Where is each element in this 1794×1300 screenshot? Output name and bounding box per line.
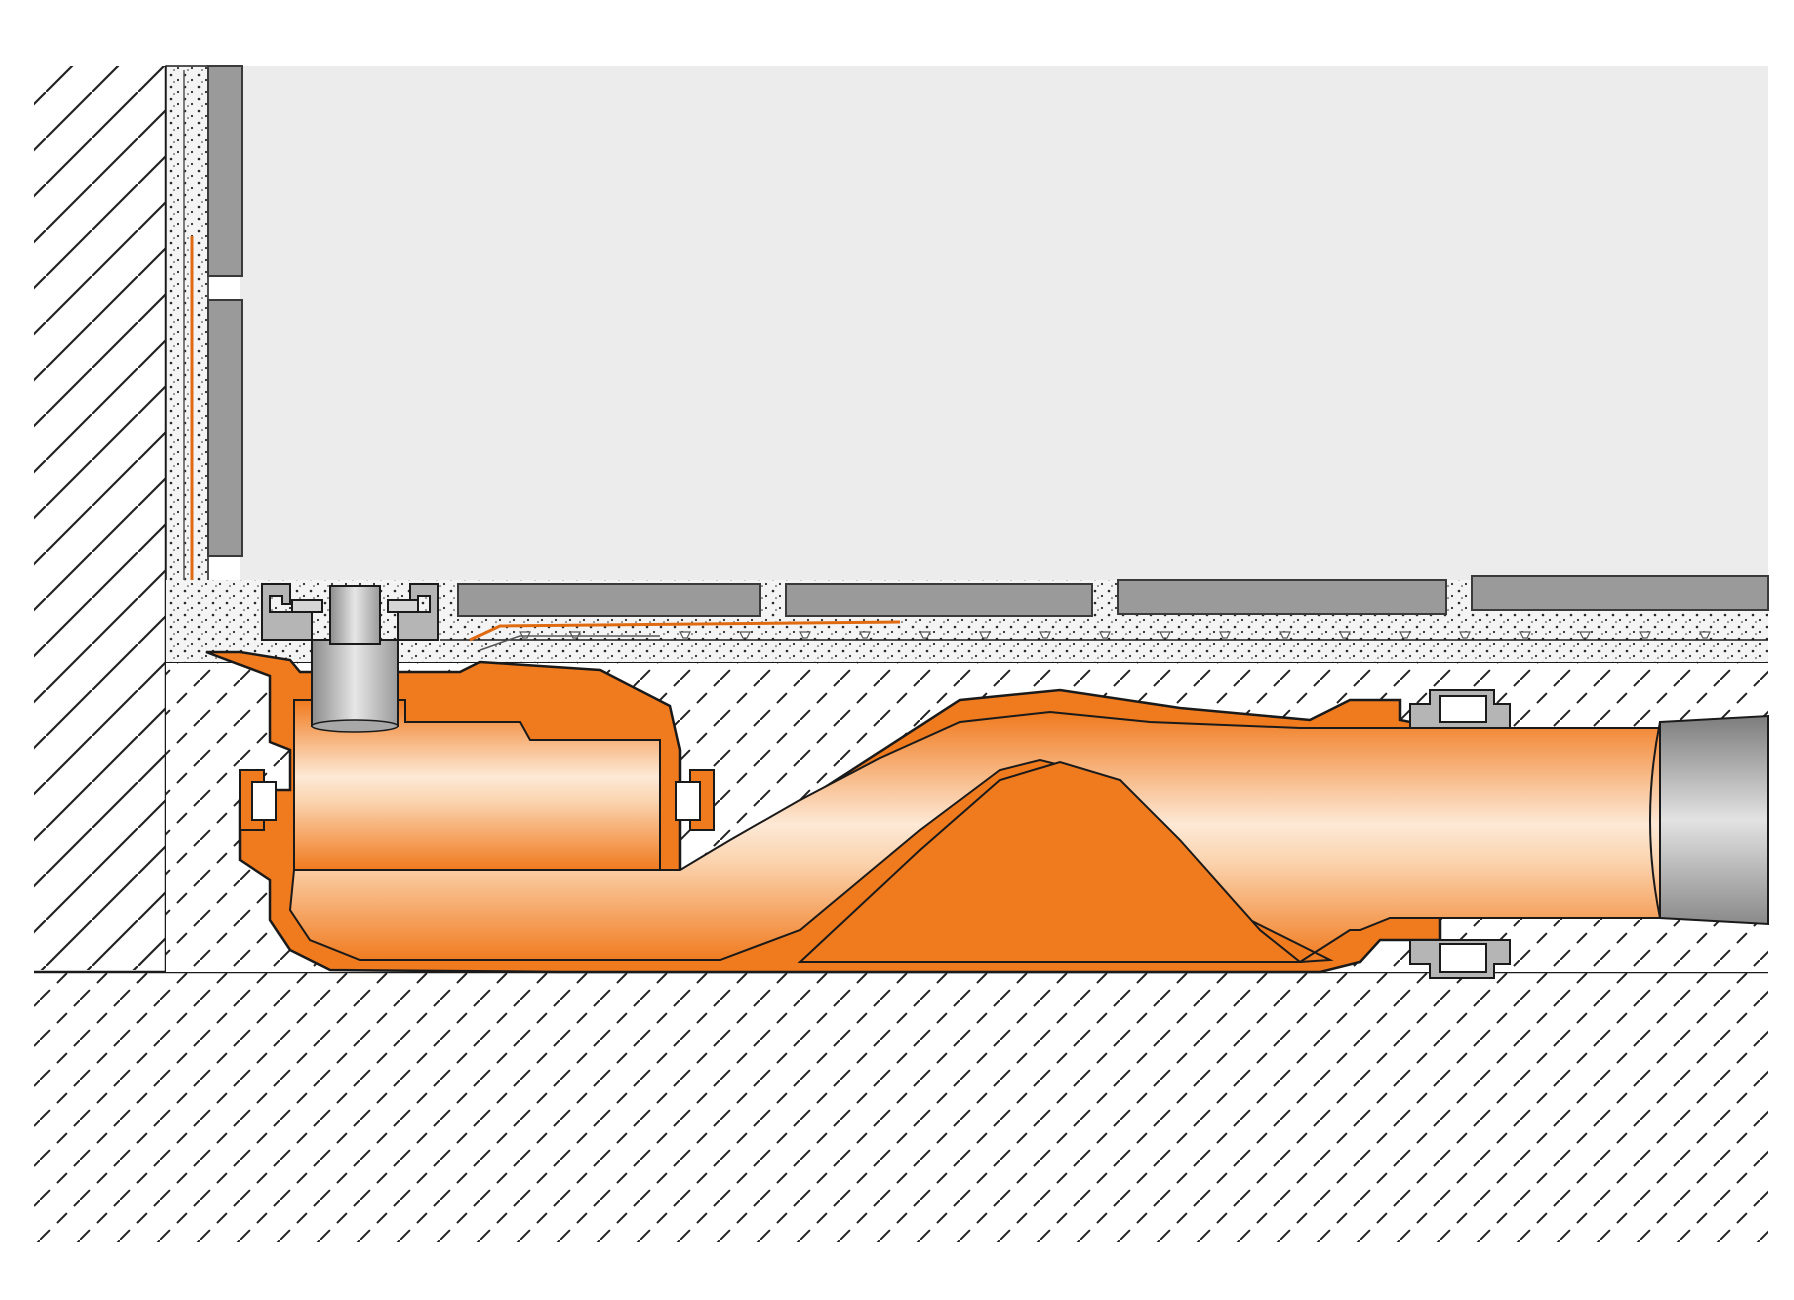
wall-tiles bbox=[207, 65, 243, 557]
drain-membrane-flange bbox=[469, 620, 901, 642]
floor-tile bbox=[1117, 579, 1447, 615]
drain-clamp-left bbox=[239, 769, 277, 831]
wall-tile bbox=[207, 299, 243, 557]
floor-tiles bbox=[457, 575, 1769, 617]
trap-pipe bbox=[288, 710, 1661, 963]
wall-tile bbox=[207, 65, 243, 277]
wall-mortar-bed bbox=[165, 65, 209, 647]
floor-tile bbox=[785, 583, 1093, 617]
drain-clamp-right bbox=[675, 769, 715, 831]
drain-grate bbox=[261, 583, 439, 645]
decoupling-membrane bbox=[519, 631, 1711, 639]
drain-riser bbox=[311, 639, 399, 733]
trap-weir bbox=[797, 760, 1303, 963]
flange-edge bbox=[479, 635, 660, 651]
outlet-pipe bbox=[1649, 714, 1769, 926]
structural-wall bbox=[34, 66, 166, 970]
floor-tile bbox=[457, 583, 761, 617]
pipe-coupling bbox=[1409, 689, 1511, 979]
concrete-slab bbox=[34, 972, 1768, 1242]
room-space bbox=[240, 66, 1768, 580]
floor-tile bbox=[1471, 575, 1769, 611]
